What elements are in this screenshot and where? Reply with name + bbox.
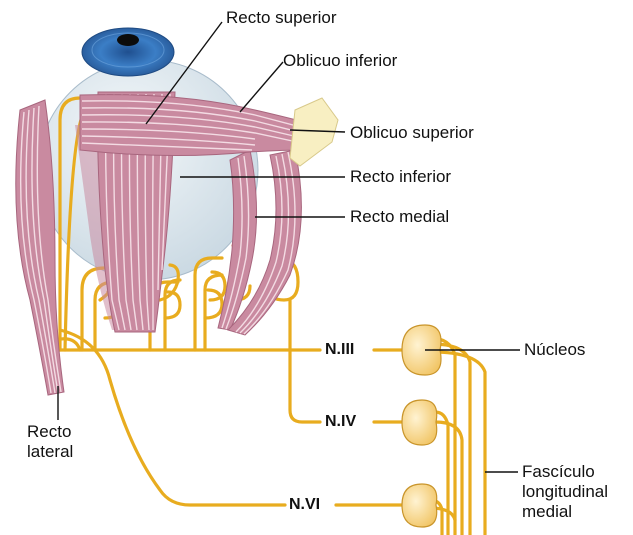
pupil [117,34,139,46]
label-oblicuo-inferior: Oblicuo inferior [283,51,397,71]
iris [82,28,174,76]
label-fasciculo-line3: medial [522,502,608,522]
label-oblicuo-superior: Oblicuo superior [350,123,474,143]
nucleus-vi [402,484,437,527]
nerve-label-vi: N.VI [287,496,322,514]
nucleus-iv [402,400,437,445]
label-recto-lateral-line2: lateral [27,442,73,462]
label-recto-medial: Recto medial [350,207,449,227]
label-recto-lateral: Recto lateral [27,422,73,462]
label-fasciculo-longitudinal-medial: Fascículo longitudinal medial [522,462,608,522]
label-recto-inferior: Recto inferior [350,167,451,187]
label-fasciculo-line1: Fascículo [522,462,608,482]
label-recto-superior: Recto superior [226,8,337,28]
label-recto-lateral-line1: Recto [27,422,73,442]
nerve-label-iv: N.IV [323,413,358,431]
oblicuo-muscles [80,95,315,156]
nerve-label-iii: N.III [323,341,356,359]
nuclei [402,325,441,527]
leader-oblicuo-inferior [240,62,283,112]
label-nucleos: Núcleos [524,340,585,360]
label-fasciculo-line2: longitudinal [522,482,608,502]
